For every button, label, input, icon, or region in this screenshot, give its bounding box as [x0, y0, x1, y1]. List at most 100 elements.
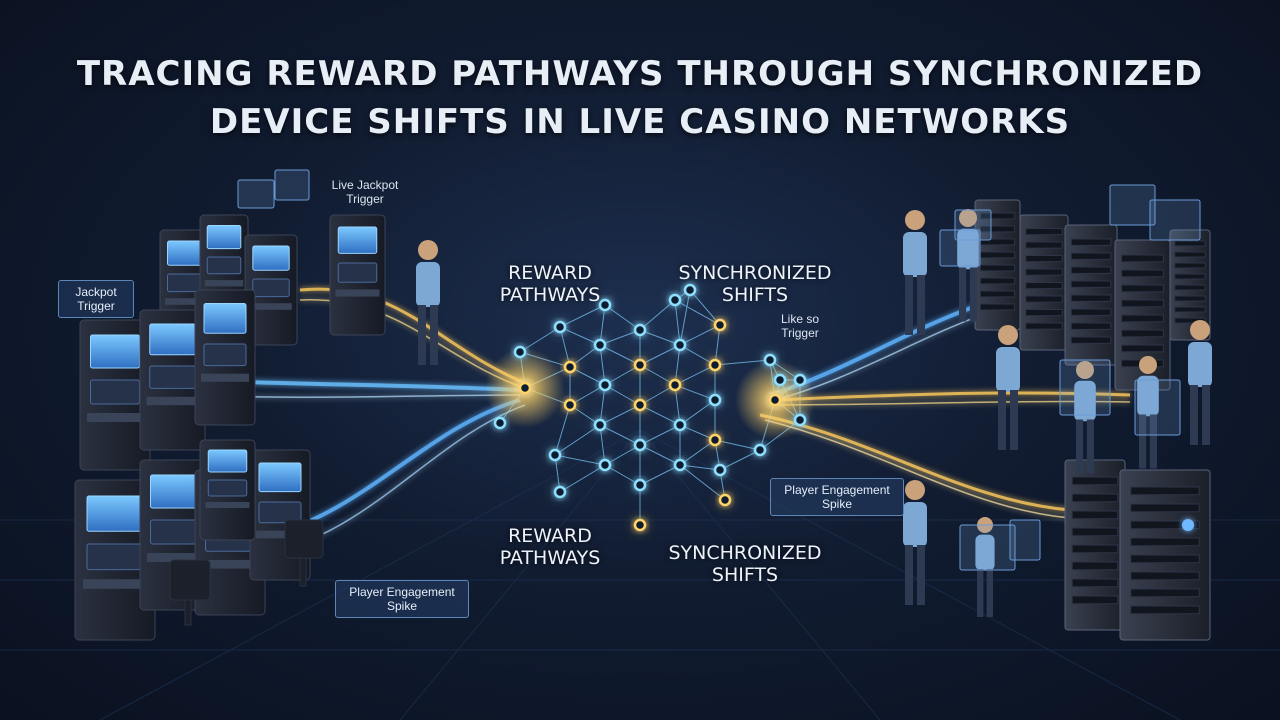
person-leg — [430, 305, 438, 365]
server-slot — [1130, 503, 1200, 513]
slot-machine-panel — [87, 413, 143, 422]
network-node — [793, 413, 807, 427]
title-line-1: TRACING REWARD PATHWAYS THROUGH SYNCHRON… — [76, 54, 1204, 94]
callout-jackpot-trigger: Jackpot Trigger — [58, 280, 134, 318]
server-slot — [1121, 299, 1164, 308]
server-slot — [1025, 322, 1063, 330]
server-slot — [979, 290, 1016, 298]
network-edge — [559, 304, 606, 328]
server-slot — [1025, 268, 1063, 276]
person-head — [1139, 356, 1157, 374]
slot-machine-screen — [337, 226, 378, 254]
server-slot — [1130, 537, 1200, 547]
server-slot — [1025, 282, 1063, 290]
network-node — [493, 416, 507, 430]
network-nodes — [492, 282, 808, 533]
slot-machine-panel — [146, 396, 199, 406]
network-node — [668, 378, 682, 392]
network-node — [598, 458, 612, 472]
person-leg — [1139, 414, 1147, 469]
person-leg — [905, 545, 913, 605]
server-slot — [1174, 251, 1206, 258]
operators — [416, 209, 1212, 617]
chairs — [169, 519, 324, 626]
server-slot — [1130, 571, 1200, 581]
network-node — [593, 338, 607, 352]
network-node — [633, 478, 647, 492]
title-line-2: DEVICE SHIFTS IN LIVE CASINO NETWORKS — [209, 102, 1071, 142]
holo-panel — [959, 524, 1016, 571]
slot-machine-reels — [337, 262, 378, 283]
slot-machine-panel — [335, 289, 380, 297]
person-leg — [917, 275, 925, 335]
server-slot — [1071, 527, 1119, 537]
callout-like-so-trigger: Like so Trigger — [780, 312, 820, 340]
person-head — [1076, 361, 1094, 379]
server-slot — [1121, 329, 1164, 338]
slot-machines — [74, 214, 386, 641]
slot-machine-reels — [206, 256, 242, 275]
server-slot — [1070, 336, 1112, 344]
server-slot — [1121, 314, 1164, 323]
server-slot — [1025, 255, 1063, 263]
slot-machine-panel — [205, 502, 250, 508]
network-edge — [554, 404, 571, 456]
server-slot — [1121, 284, 1164, 293]
server-slot — [1070, 308, 1112, 316]
server-slot — [1174, 284, 1206, 291]
server-slot — [1174, 273, 1206, 280]
network-node — [633, 438, 647, 452]
network-node — [633, 398, 647, 412]
server-slot — [1025, 295, 1063, 303]
holo-panel — [1134, 379, 1181, 436]
slot-machine-reels — [150, 519, 200, 545]
person-leg — [917, 545, 925, 605]
slot-machine-reels — [149, 365, 196, 389]
server-slot — [1070, 238, 1112, 246]
person-leg — [1086, 419, 1094, 474]
network-edge — [554, 454, 606, 466]
person-leg — [986, 569, 993, 617]
slot-machine-reels — [86, 543, 144, 571]
server-slot — [1070, 266, 1112, 274]
server-slot — [979, 264, 1016, 272]
holo-panel — [274, 169, 310, 201]
network-node — [708, 433, 722, 447]
slot-machine-screen — [167, 240, 203, 266]
person-torso — [1137, 375, 1159, 417]
holo-panel — [939, 229, 981, 267]
network-node — [553, 320, 567, 334]
slot-machine-panel — [256, 530, 304, 539]
person-leg — [1076, 419, 1084, 474]
server-slot — [1121, 344, 1164, 353]
label-reward-pathways-bottom: REWARD PATHWAYS — [499, 525, 601, 569]
network-node — [673, 458, 687, 472]
slot-machine-panel — [147, 553, 203, 562]
slot-machine-panel — [204, 280, 244, 287]
holo-panel — [1059, 359, 1111, 416]
holo-panel — [1149, 199, 1201, 241]
server-slot — [1070, 280, 1112, 288]
slot-machine-screen — [203, 303, 247, 334]
server-slot — [1025, 241, 1063, 249]
person-leg — [418, 305, 426, 365]
callout-engagement-right: Player Engagement Spike — [770, 478, 904, 516]
network-node — [713, 463, 727, 477]
network-node — [633, 358, 647, 372]
server-slot — [1070, 322, 1112, 330]
server-power-light — [1182, 519, 1194, 531]
server-slot — [1174, 295, 1206, 302]
network-edge — [714, 359, 771, 366]
person-head — [998, 325, 1018, 345]
page-title: TRACING REWARD PATHWAYS THROUGH SYNCHRON… — [0, 50, 1280, 146]
network-node — [708, 393, 722, 407]
person-head — [959, 209, 977, 227]
server-slot — [979, 277, 1016, 285]
server-slot — [1071, 510, 1119, 520]
person-head — [418, 240, 438, 260]
slot-machine-screen — [86, 495, 144, 532]
slot-machine-panel — [202, 559, 258, 569]
person-torso — [975, 534, 995, 571]
network-node — [768, 393, 782, 407]
